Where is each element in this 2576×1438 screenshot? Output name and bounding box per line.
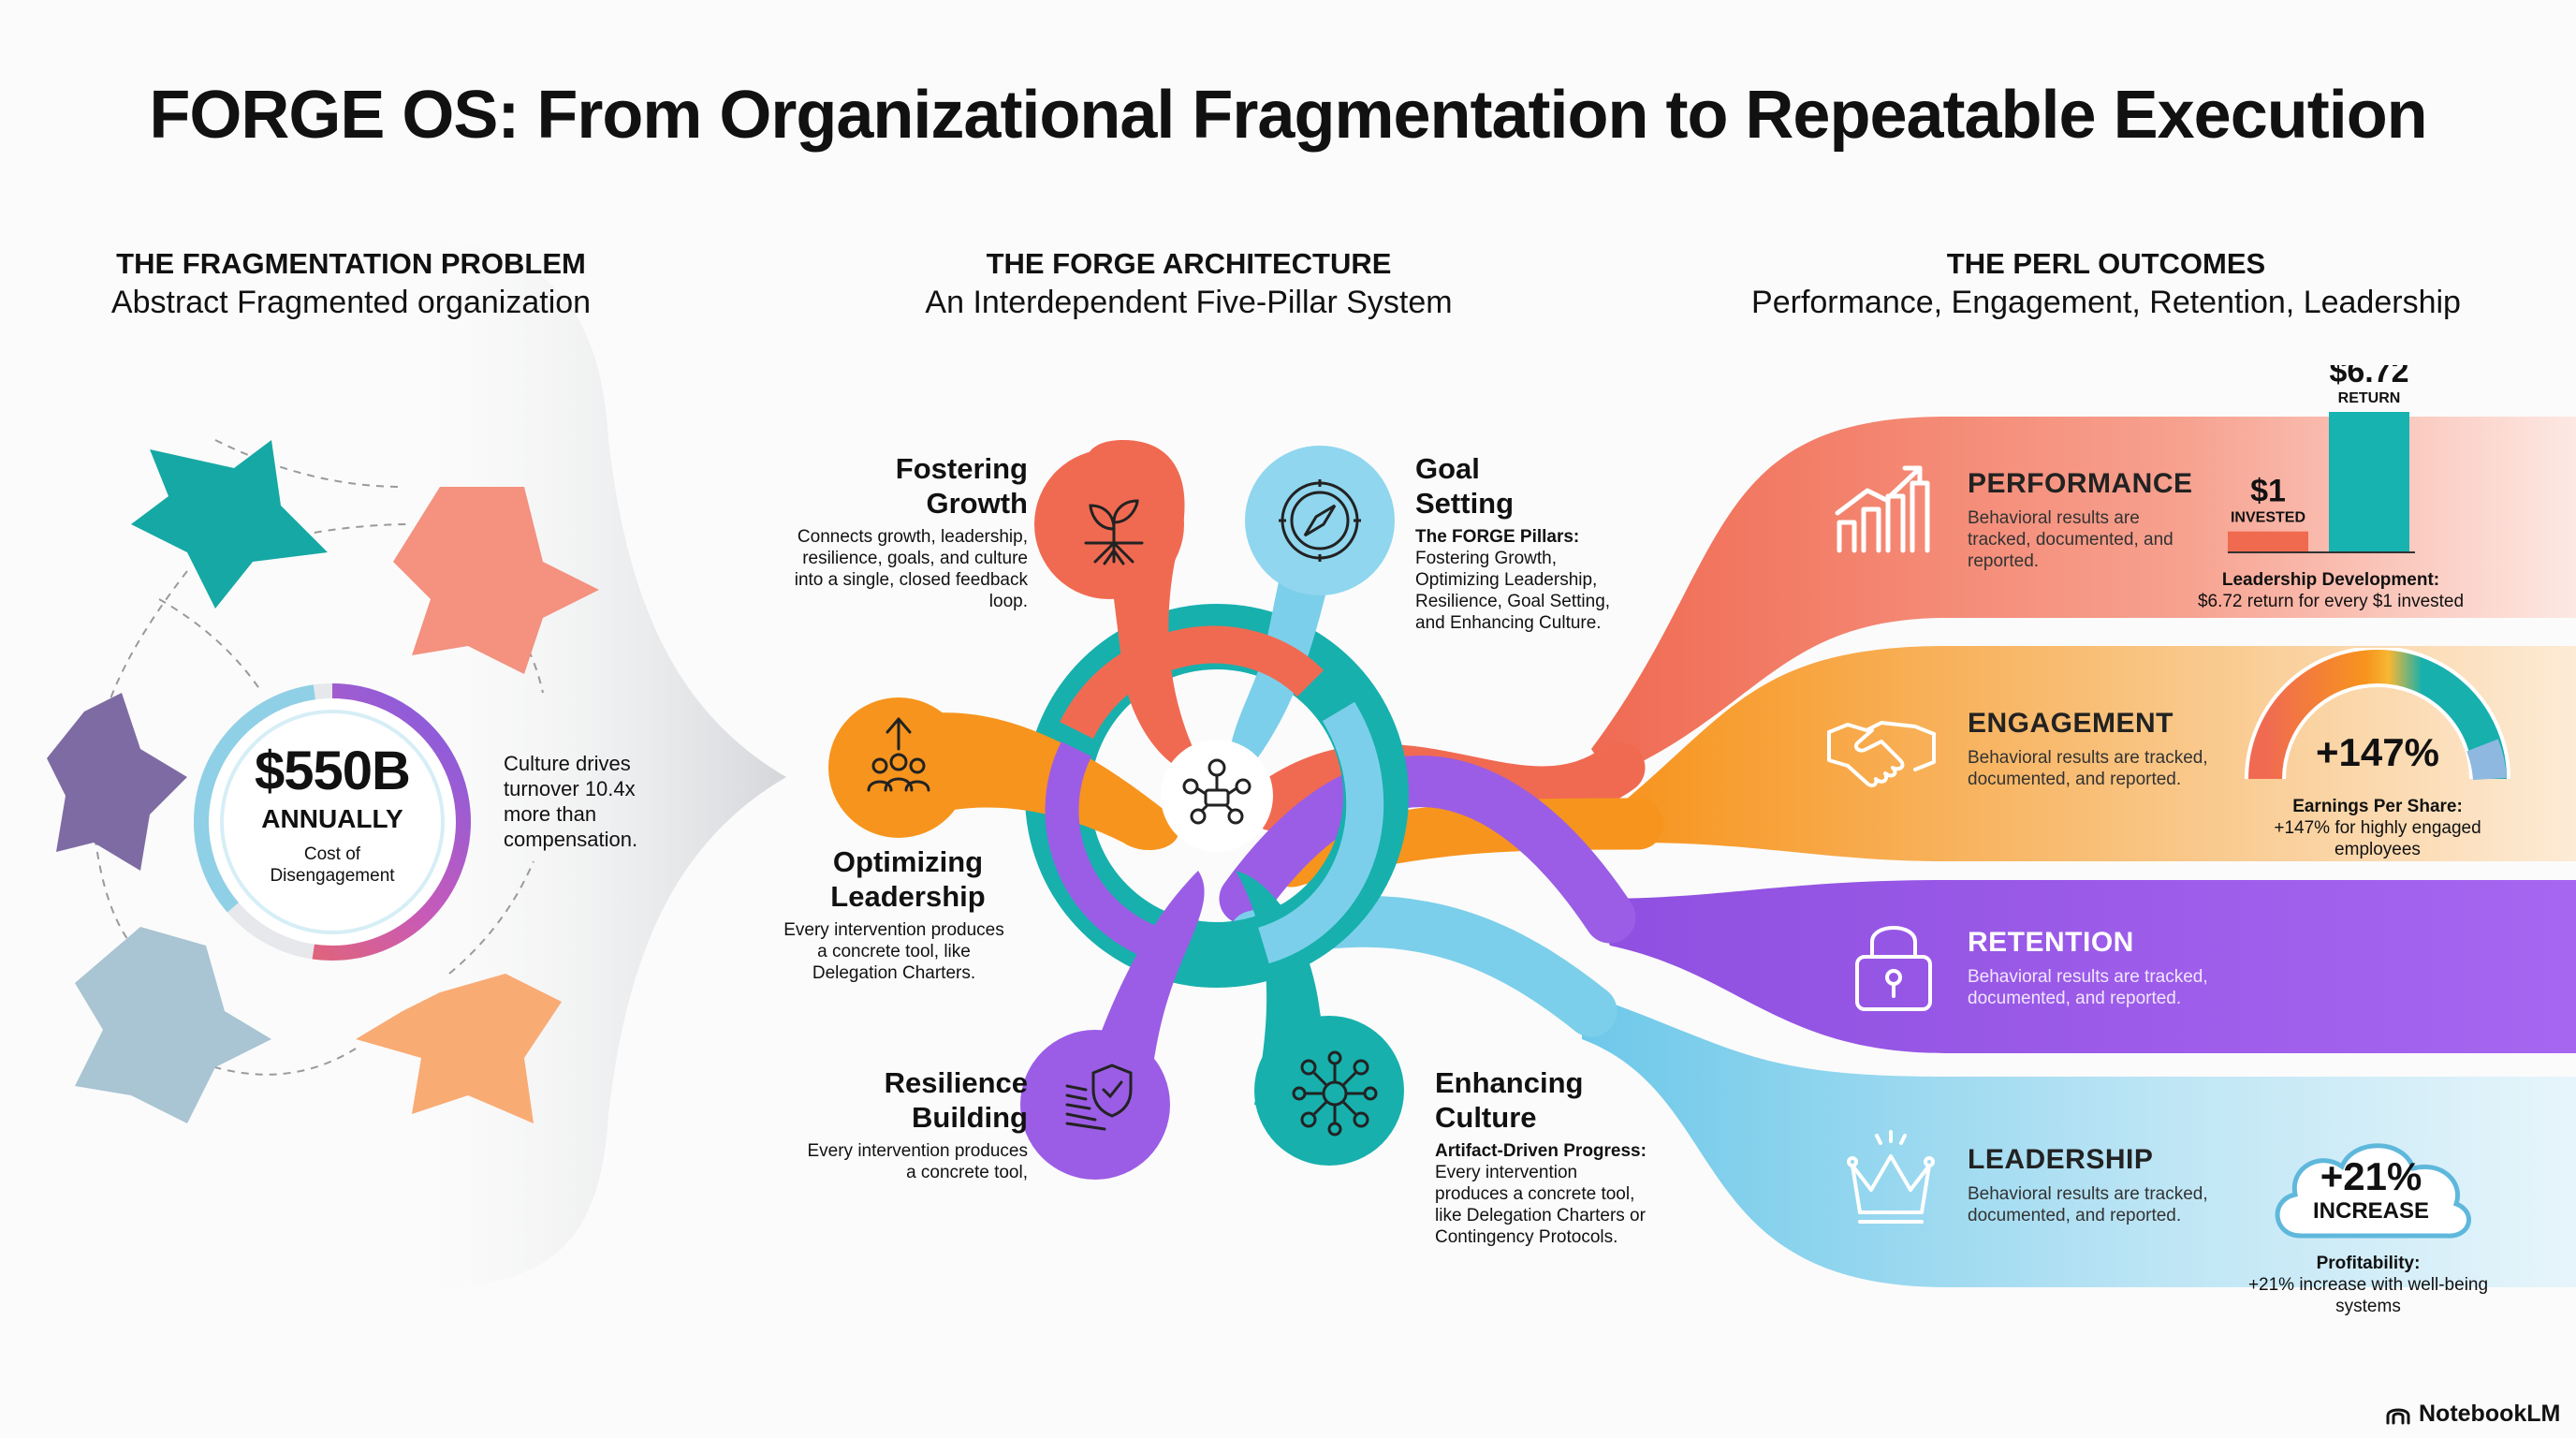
pillar-goal-desc-text: Fostering Growth, Optimizing Leadership,… bbox=[1415, 549, 1611, 633]
engagement-stat-caption: Earnings Per Share: +147% for highly eng… bbox=[2237, 796, 2518, 860]
page-title: FORGE OS: From Organizational Fragmentat… bbox=[149, 78, 2427, 153]
padlock-icon bbox=[1855, 926, 1932, 1011]
roi-bar-return bbox=[2329, 412, 2409, 552]
leadership-stat-caption-lead: Profitability: bbox=[2316, 1254, 2421, 1273]
growth-chart-icon bbox=[1835, 465, 1930, 553]
sprout-icon bbox=[1084, 499, 1144, 565]
engagement-stat-caption-text: +147% for highly engaged employees bbox=[2274, 818, 2481, 859]
pillar-goal-title: Goal Setting bbox=[1415, 452, 1515, 520]
engagement-title: ENGAGEMENT bbox=[1968, 708, 2174, 739]
crown-icon bbox=[1847, 1130, 1935, 1224]
architecture-subtitle: An Interdependent Five-Pillar System bbox=[925, 285, 1453, 320]
pillar-enhancing-title: Enhancing Culture bbox=[1435, 1066, 1584, 1134]
performance-stat-caption: Leadership Development: $6.72 return for… bbox=[2172, 569, 2490, 612]
cloud-icon bbox=[2275, 1143, 2471, 1239]
outcomes-subtitle: Performance, Engagement, Retention, Lead… bbox=[1751, 285, 2461, 320]
brand-name: NotebookLM bbox=[2419, 1401, 2561, 1427]
pillar-enhancing-desc-text: Every intervention produces a concrete t… bbox=[1435, 1163, 1646, 1247]
cost-callout: $550B ANNUALLY Cost of Disengagement bbox=[201, 740, 463, 887]
leadership-stat: +21% INCREASE bbox=[2263, 1155, 2479, 1225]
leadership-title: LEADERSHIP bbox=[1968, 1144, 2154, 1175]
culture-note: Culture drives turnover 10.4x more than … bbox=[504, 752, 638, 851]
leadership-stat-unit: INCREASE bbox=[2312, 1198, 2430, 1224]
pillar-resilience-title: Resilience Building bbox=[884, 1066, 1028, 1134]
network-icon bbox=[1292, 1050, 1378, 1137]
retention-title: RETENTION bbox=[1968, 927, 2134, 958]
pillar-enhancing-desc: Artifact-Driven Progress: Every interven… bbox=[1435, 1140, 1650, 1248]
roi-value-label: $6.72 bbox=[2329, 365, 2408, 389]
leadership-stat-value: +21% bbox=[2320, 1154, 2422, 1198]
engagement-gauge-value: +147% bbox=[2316, 730, 2439, 774]
cost-value: $550B bbox=[255, 741, 411, 801]
architecture-heading: THE FORGE ARCHITECTURE bbox=[986, 247, 1392, 280]
cost-label: Cost of Disengagement bbox=[270, 844, 395, 886]
brand-mark: NotebookLM bbox=[2385, 1401, 2560, 1428]
outcomes-heading: THE PERL OUTCOMES bbox=[1946, 247, 2266, 280]
pillar-optimizing-desc: Every intervention produces a concrete t… bbox=[783, 920, 1004, 983]
roi-bar-chart: INVESTED$1 RETURN$6.72 bbox=[2228, 365, 2415, 553]
notebooklm-logo-icon bbox=[2386, 1408, 2410, 1424]
team-growth-icon bbox=[867, 717, 930, 792]
shield-check-icon bbox=[1065, 1064, 1133, 1131]
engagement-stat-caption-lead: Earnings Per Share: bbox=[2292, 797, 2463, 816]
roi-value-label: $1 bbox=[2250, 474, 2286, 509]
performance-stat-caption-lead: Leadership Development: bbox=[2221, 570, 2440, 590]
pillar-fostering-title: Fostering Growth bbox=[895, 452, 1028, 520]
handshake-icon bbox=[1827, 721, 1936, 787]
cost-period: ANNUALLY bbox=[261, 804, 403, 833]
engagement-gauge: +147% bbox=[2245, 648, 2510, 781]
pillar-goal-desc: The FORGE Pillars: Fostering Growth, Opt… bbox=[1415, 526, 1631, 634]
fragmentation-subtitle: Abstract Fragmented organization bbox=[110, 285, 592, 320]
pillar-enhancing-desc-lead: Artifact-Driven Progress: bbox=[1435, 1141, 1647, 1161]
leadership-desc: Behavioral results are tracked, document… bbox=[1968, 1184, 2208, 1225]
roi-category-label: INVESTED bbox=[2231, 510, 2305, 526]
pillar-optimizing-title: Optimizing Leadership bbox=[830, 845, 986, 913]
performance-title: PERFORMANCE bbox=[1968, 468, 2193, 499]
performance-stat-caption-text: $6.72 return for every $1 invested bbox=[2197, 592, 2465, 611]
performance-desc: Behavioral results are tracked, document… bbox=[1968, 508, 2174, 571]
leadership-stat-caption-text: +21% increase with well-being systems bbox=[2247, 1275, 2489, 1316]
compass-icon bbox=[1279, 479, 1361, 562]
pillar-goal-desc-lead: The FORGE Pillars: bbox=[1415, 527, 1580, 547]
fragmentation-heading: THE FRAGMENTATION PROBLEM bbox=[116, 247, 586, 280]
leadership-stat-caption: Profitability: +21% increase with well-b… bbox=[2237, 1253, 2499, 1317]
roi-category-label: RETURN bbox=[2338, 390, 2401, 406]
retention-desc: Behavioral results are tracked, document… bbox=[1968, 967, 2208, 1008]
engagement-desc: Behavioral results are tracked, document… bbox=[1968, 748, 2208, 789]
pillar-fostering-desc: Connects growth, leadership, resilience,… bbox=[794, 527, 1028, 611]
pillar-resilience-desc: Every intervention produces a concrete t… bbox=[807, 1141, 1028, 1182]
roi-bar-invested bbox=[2228, 531, 2308, 552]
team-hub-icon bbox=[1182, 758, 1251, 825]
